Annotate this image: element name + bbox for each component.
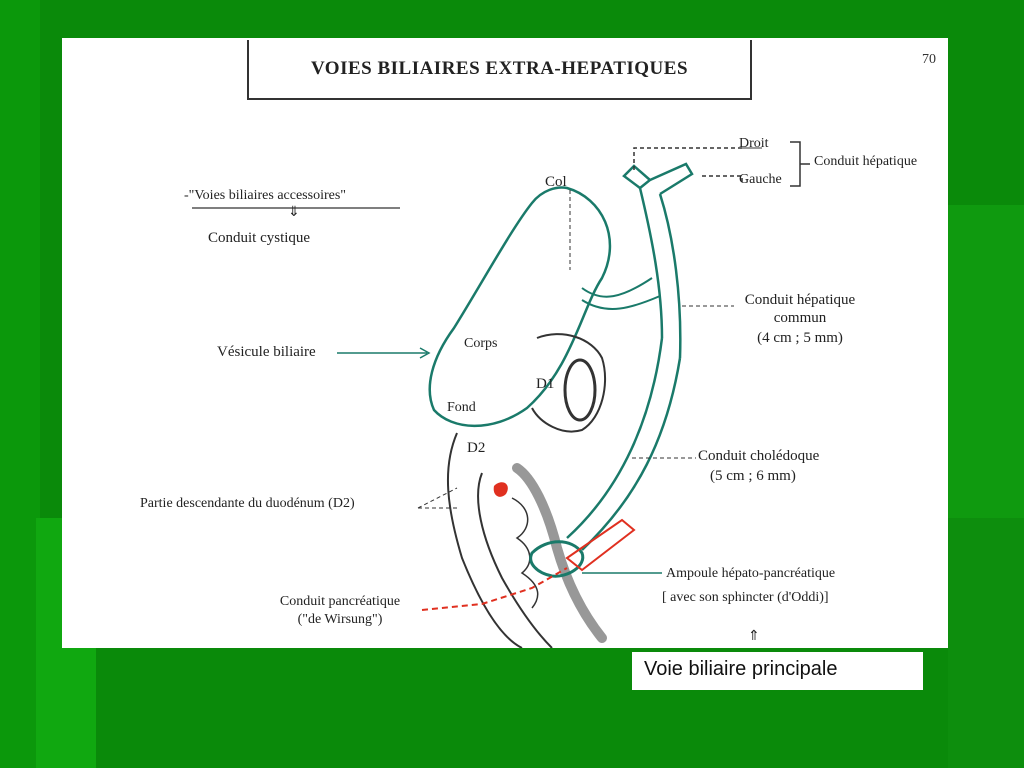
anatomy-diagram <box>192 141 810 648</box>
label-conduit-cystique: Conduit cystique <box>208 230 311 246</box>
ampulla <box>529 540 585 578</box>
d2-leader-a <box>417 487 458 509</box>
label-ampoule-line2: [ avec son sphincter (d'Oddi)] <box>662 590 829 605</box>
label-d2: D2 <box>467 440 486 456</box>
label-hepatique-commun-line3: (4 cm ; 5 mm) <box>757 330 843 346</box>
pancreatic-duct-dashed <box>421 567 568 611</box>
duodenum-d2-inner <box>477 472 553 648</box>
red-mark <box>493 482 508 497</box>
common-hepatic-duct <box>638 187 682 359</box>
label-voies-accessoires: -"Voies biliaires accessoires" <box>184 188 347 203</box>
vesicule-arrowhead <box>419 347 431 359</box>
hepatic-bracket <box>633 147 743 183</box>
label-choledoque-line1: Conduit cholédoque <box>698 448 820 464</box>
label-hepatique-commun-line2: commun <box>773 310 827 326</box>
duodenum-d1-lumen <box>563 358 597 422</box>
caption-box: Voie biliaire principale <box>632 652 923 690</box>
right-hepatic-duct <box>622 164 652 190</box>
left-hepatic-duct <box>649 162 694 196</box>
label-d1: D1 <box>536 376 555 392</box>
label-pancreatique-line2: ("de Wirsung") <box>297 612 383 627</box>
background-band-right-lower <box>948 518 1024 768</box>
title-box: VOIES BILIAIRES EXTRA-HEPATIQUES <box>247 40 752 100</box>
label-col: Col <box>545 174 567 190</box>
label-ampoule-line1: Ampoule hépato-pancréatique <box>666 566 836 581</box>
label-conduit-hepatique: Conduit hépatique <box>814 154 918 169</box>
page-number: 70 <box>922 52 936 67</box>
label-choledoque-line2: (5 cm ; 6 mm) <box>710 468 796 484</box>
duodenum-d2-wall <box>512 463 607 643</box>
label-gauche: Gauche <box>739 172 782 187</box>
choledoque-duct <box>566 337 682 551</box>
label-droit: Droit <box>739 136 769 151</box>
label-corps: Corps <box>464 336 498 351</box>
arrow-up-icon: ⇑ <box>748 629 760 644</box>
duodenum-d1 <box>531 333 606 433</box>
duodenum-d2-outer <box>446 432 523 648</box>
label-vesicule-biliaire: Vésicule biliaire <box>217 344 316 360</box>
gallbladder <box>428 186 612 428</box>
label-hepatique-commun-line1: Conduit hépatique <box>744 292 856 308</box>
arrow-down-icon: ⇓ <box>288 205 300 220</box>
page-title: VOIES BILIAIRES EXTRA-HEPATIQUES <box>310 58 689 79</box>
label-partie-descendante: Partie descendante du duodénum (D2) <box>140 496 355 511</box>
label-fond: Fond <box>447 400 476 415</box>
background-band-left <box>0 0 40 768</box>
label-pancreatique-line1: Conduit pancréatique <box>279 594 401 609</box>
diagram-panel: VOIES BILIAIRES EXTRA-HEPATIQUES 70 Droi… <box>62 38 948 648</box>
conduit-hepatique-brace <box>790 141 810 187</box>
pancreatic-duct <box>565 518 636 572</box>
caption-text: Voie biliaire principale <box>644 658 838 680</box>
